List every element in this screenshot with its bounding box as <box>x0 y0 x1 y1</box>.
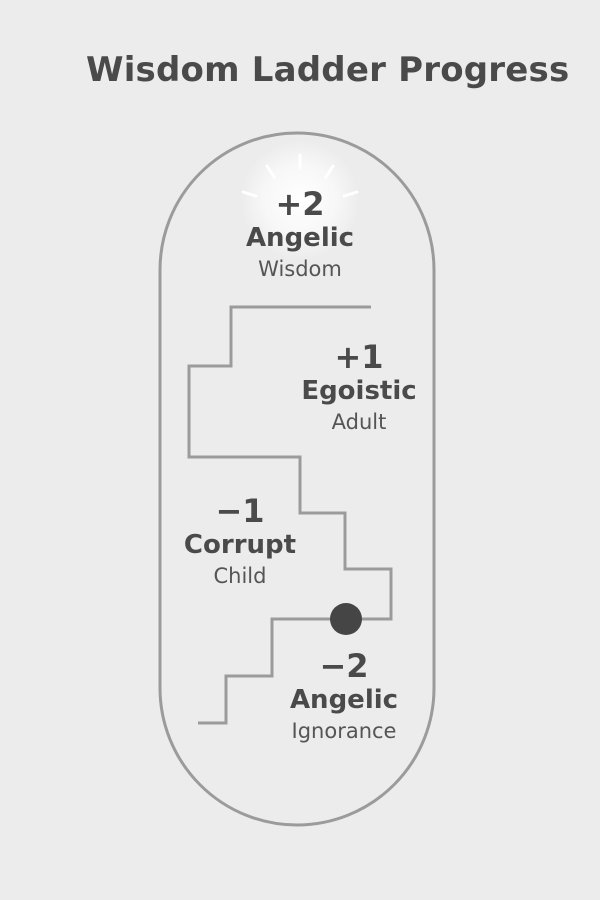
glow-icon <box>240 140 360 260</box>
level-subtitle: Wisdom <box>258 257 342 281</box>
level-name: Angelic <box>289 685 399 715</box>
level-subtitle: Ignorance <box>291 719 397 743</box>
level-name: Egoistic <box>301 376 417 406</box>
level-name: Angelic <box>245 223 355 253</box>
level-subtitle: Child <box>213 564 267 588</box>
level-plus-2: +2 Angelic Wisdom <box>200 186 400 284</box>
level-plus-1: +1 Egoistic Adult <box>259 339 459 437</box>
level-minus-1: −1 Corrupt Child <box>140 493 340 591</box>
page-title: Wisdom Ladder Progress <box>86 50 570 90</box>
level-score: −2 <box>319 647 369 685</box>
level-minus-2: −2 Angelic Ignorance <box>244 648 444 746</box>
level-score: +1 <box>334 338 384 376</box>
capsule-outline <box>158 131 436 827</box>
staircase-path <box>187 305 393 725</box>
level-score: +2 <box>275 185 325 223</box>
level-name: Corrupt <box>183 530 297 560</box>
level-subtitle: Adult <box>331 410 387 434</box>
current-position-marker <box>330 603 362 635</box>
level-score: −1 <box>215 492 265 530</box>
